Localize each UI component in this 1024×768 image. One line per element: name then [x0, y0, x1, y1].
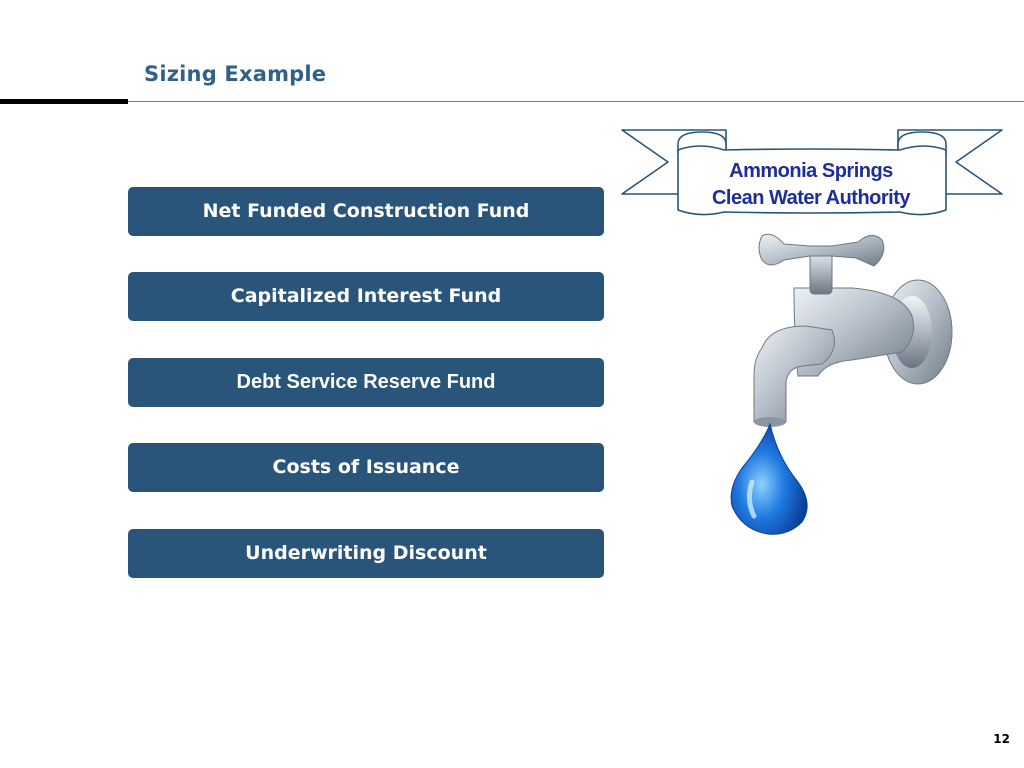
- banner-title: Ammonia Springs Clean Water Authority: [678, 158, 944, 212]
- banner-line-2: Clean Water Authority: [711, 187, 911, 209]
- title-rule: [0, 101, 1024, 102]
- slide-title: Sizing Example: [144, 62, 327, 86]
- ribbon-banner: [621, 129, 1003, 216]
- water-faucet-icon: [730, 233, 953, 535]
- fund-box-underwriting-discount: Underwriting Discount: [128, 529, 604, 578]
- fund-box-net-funded-construction: Net Funded Construction Fund: [128, 187, 604, 236]
- banner-line-1: Ammonia Springs: [729, 160, 893, 182]
- fund-box-capitalized-interest: Capitalized Interest Fund: [128, 272, 604, 321]
- fund-box-debt-service-reserve: Debt Service Reserve Fund: [128, 358, 604, 407]
- title-rule-accent: [0, 99, 128, 104]
- water-drop-icon: [730, 422, 808, 535]
- fund-box-costs-of-issuance: Costs of Issuance: [128, 443, 604, 492]
- page-number: 12: [993, 732, 1010, 746]
